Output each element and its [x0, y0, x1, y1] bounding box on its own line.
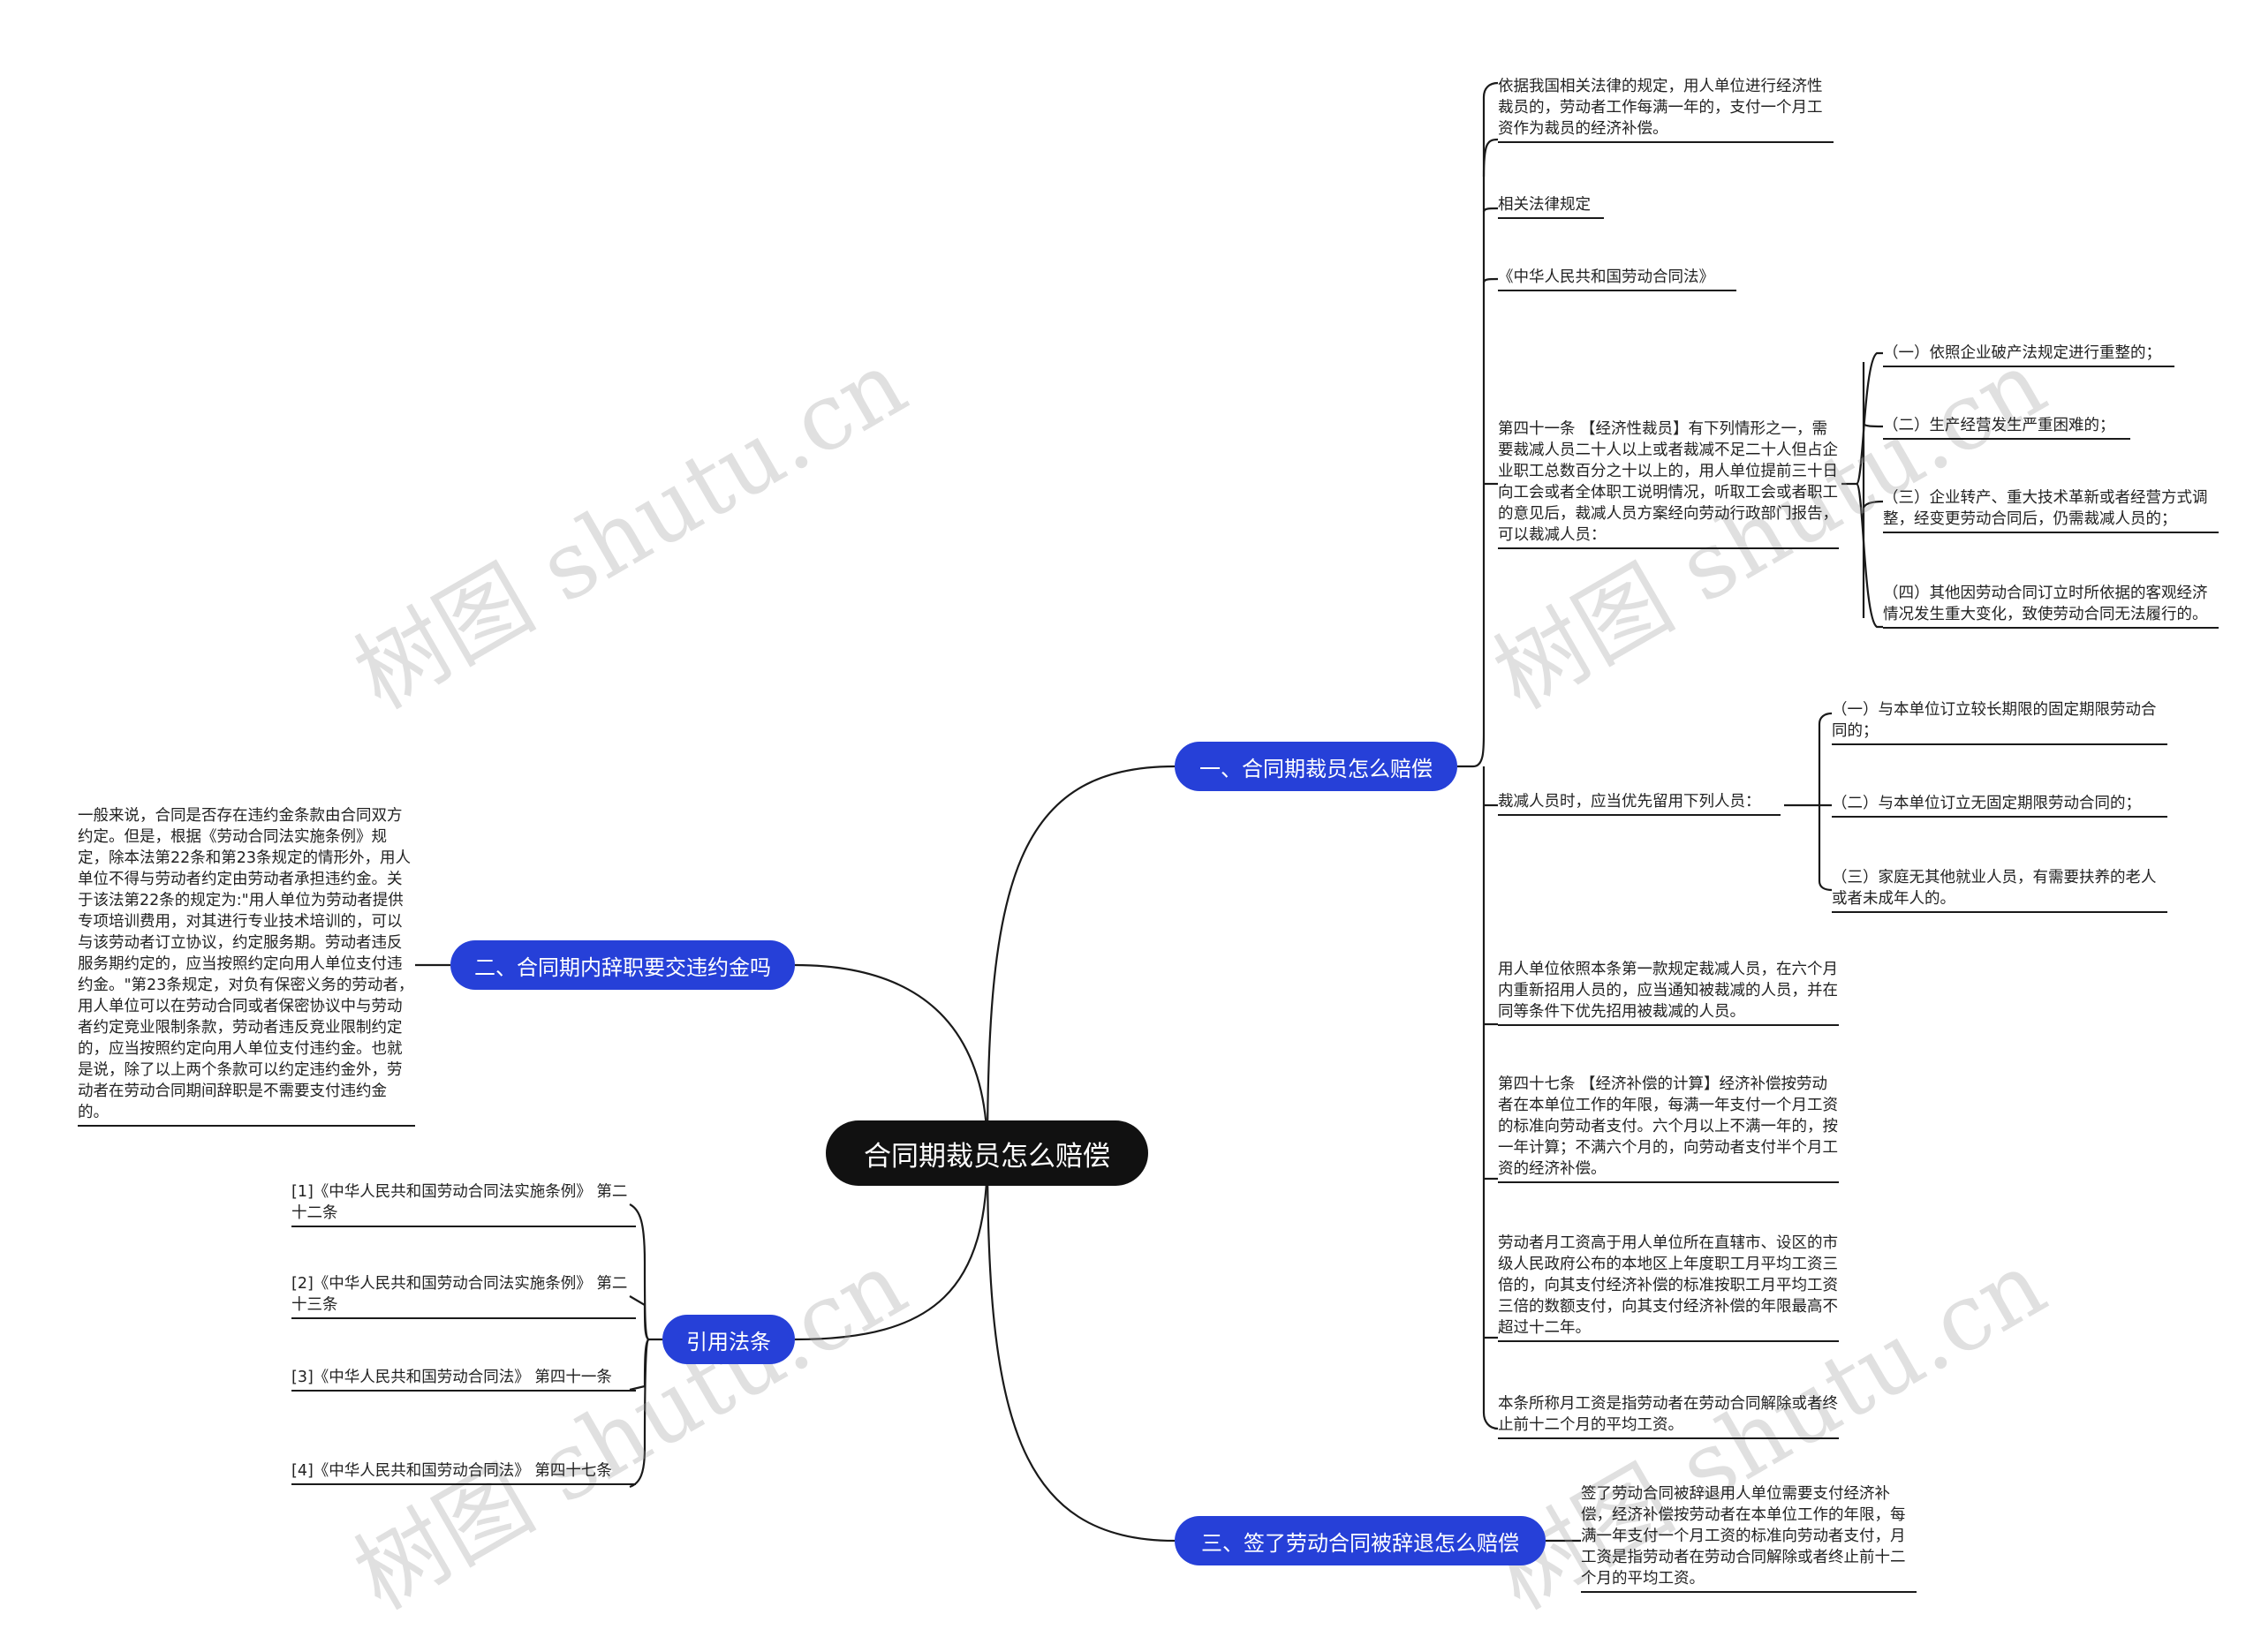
- link-b1-leaf3: [1482, 277, 1499, 283]
- link-branch1-trunk: [1457, 81, 1499, 768]
- leaf-rehire-priority[interactable]: 用人单位依照本条第一款规定裁减人员，在六个月内重新招用人员的，应当通知被裁减的人…: [1498, 959, 1839, 1026]
- link-b1-leaf2: [1482, 207, 1499, 213]
- link-art41-bracket: [1841, 351, 1883, 629]
- branch-node-cited-articles[interactable]: 引用法条: [662, 1315, 795, 1364]
- branch-node-dismissal-compensation[interactable]: 三、签了劳动合同被辞退怎么赔偿: [1175, 1516, 1546, 1565]
- leaf-article-41[interactable]: 第四十一条 【经济性裁员】有下列情形之一，需要裁减人员二十人以上或者裁减不足二十…: [1498, 419, 1839, 549]
- leaf-related-law[interactable]: 相关法律规定: [1498, 194, 1604, 219]
- leaf-citation-2[interactable]: [2]《中华人民共和国劳动合同法实施条例》 第二十三条: [291, 1273, 636, 1319]
- root-node[interactable]: 合同期裁员怎么赔偿: [826, 1120, 1148, 1186]
- leaf-art41-item-4[interactable]: （四）其他因劳动合同订立时所依据的客观经济情况发生重大变化，致使劳动合同无法履行…: [1883, 583, 2219, 629]
- leaf-art41-item-1[interactable]: （一）依照企业破产法规定进行重整的；: [1883, 343, 2174, 367]
- leaf-monthly-salary-definition[interactable]: 本条所称月工资是指劳动者在劳动合同解除或者终止前十二个月的平均工资。: [1498, 1393, 1839, 1439]
- branch-node-layoff-compensation[interactable]: 一、合同期裁员怎么赔偿: [1175, 742, 1457, 791]
- leaf-citation-3[interactable]: [3]《中华人民共和国劳动合同法》 第四十一条: [291, 1367, 636, 1392]
- link-retain-bracket: [1784, 712, 1833, 892]
- leaf-labor-contract-law[interactable]: 《中华人民共和国劳动合同法》: [1498, 267, 1736, 291]
- leaf-citation-4[interactable]: [4]《中华人民共和国劳动合同法》 第四十七条: [291, 1460, 636, 1485]
- link-root-branch1: [986, 765, 1176, 1154]
- leaf-retain-item-3[interactable]: （三）家庭无其他就业人员，有需要扶养的老人或者未成年人的。: [1832, 867, 2167, 913]
- link-b1-leaf1: [1482, 138, 1499, 177]
- leaf-retain-priority[interactable]: 裁减人员时，应当优先留用下列人员：: [1498, 791, 1781, 816]
- leaf-retain-item-1[interactable]: （一）与本单位订立较长期限的固定期限劳动合同的；: [1832, 699, 2167, 745]
- leaf-penalty-explanation[interactable]: 一般来说，合同是否存在违约金条款由合同双方约定。但是，根据《劳动合同法实施条例》…: [78, 805, 415, 1127]
- leaf-article-47[interactable]: 第四十七条 【经济补偿的计算】经济补偿按劳动者在本单位工作的年限，每满一年支付一…: [1498, 1074, 1839, 1183]
- branch-node-resignation-penalty[interactable]: 二、合同期内辞职要交违约金吗: [450, 940, 795, 990]
- link-art41-mid: [1862, 423, 1884, 509]
- link-root-branch3: [794, 1152, 989, 1341]
- link-branch1-trunk-low: [1482, 766, 1499, 1430]
- link-root-branch4: [986, 1152, 1176, 1543]
- leaf-salary-cap[interactable]: 劳动者月工资高于用人单位所在直辖市、设区的市级人民政府公布的本地区上年度职工月平…: [1498, 1233, 1839, 1342]
- leaf-citation-1[interactable]: [1]《中华人民共和国劳动合同法实施条例》 第二十二条: [291, 1181, 636, 1227]
- leaf-art41-item-3[interactable]: （三）企业转产、重大技术革新或者经营方式调整，经变更劳动合同后，仍需裁减人员的；: [1883, 487, 2219, 533]
- leaf-retain-item-2[interactable]: （二）与本单位订立无固定期限劳动合同的；: [1832, 793, 2167, 818]
- leaf-dismissal-explanation[interactable]: 签了劳动合同被辞退用人单位需要支付经济补偿，经济补偿按劳动者在本单位工作的年限，…: [1581, 1483, 1917, 1593]
- leaf-economic-layoff-rule[interactable]: 依据我国相关法律的规定，用人单位进行经济性裁员的，劳动者工作每满一年的，支付一个…: [1498, 76, 1834, 143]
- link-branch3-bracket: [629, 1203, 662, 1489]
- link-root-branch2: [794, 963, 989, 1154]
- leaf-art41-item-2[interactable]: （二）生产经营发生严重困难的；: [1883, 415, 2130, 440]
